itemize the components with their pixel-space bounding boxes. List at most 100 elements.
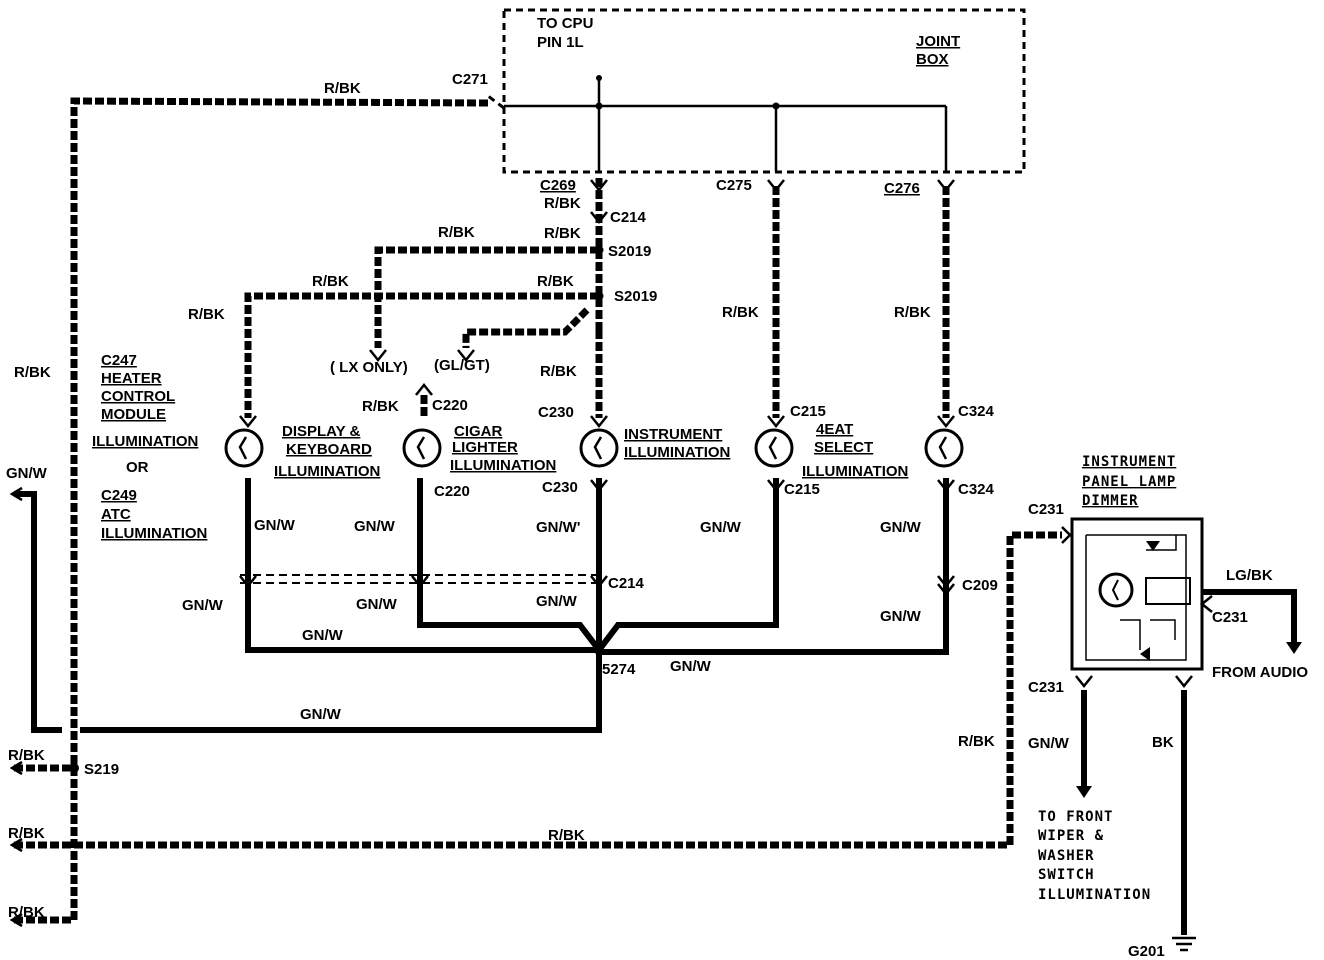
cpu-label-line1: TO CPU [537,15,593,32]
s2019-a-dot [594,245,604,255]
label-atc-1: C249 [101,487,137,504]
label-atc-3: ILLUMINATION [101,525,207,542]
label-gnw-cigar-low: GN/W [356,596,398,613]
label-rbk-s2019b: R/BK [537,273,574,290]
arrow-down-icon [1286,642,1302,654]
label-instrument-2: ILLUMINATION [624,444,730,461]
dimmer-rheostat [1145,577,1191,605]
label-heater-5: ILLUMINATION [92,433,198,450]
label-heater-2: HEATER [101,370,162,387]
label-gnw-c209: GN/W [880,608,922,625]
label-display-3: ILLUMINATION [274,463,380,480]
lamp-instrument [579,428,619,468]
joint-box-outline [502,8,1026,174]
bulb-icon [754,428,794,468]
bulb-icon [579,428,619,468]
label-or: OR [126,459,149,476]
label-c214-bottom: C214 [608,575,645,592]
label-rbk-top: R/BK [324,80,361,97]
label-c276: C276 [884,180,920,197]
wire-gnw-cigar [417,478,602,652]
gnw-wires [14,478,949,733]
label-rbk-left: R/BK [14,364,51,381]
label-rbk-dimmer: R/BK [548,827,585,844]
diode-icon [1140,647,1150,661]
label-rbk-lx: R/BK [438,224,475,241]
dimmer-bulb-icon [1098,572,1134,608]
label-c215-top: C215 [790,403,826,420]
label-c214-top: C214 [610,209,647,226]
joint-box: TO CPU PIN 1L JOINT BOX [487,8,1026,174]
label-c230-bottom: C230 [542,479,578,496]
label-c271: C271 [452,71,488,88]
label-gnw-wiper: GN/W [1028,735,1070,752]
label-c220-bottom: C220 [434,483,470,500]
label-c231-left: C231 [1028,501,1064,518]
label-dimmer-1: INSTRUMENT [1082,454,1176,470]
wire-rbk-glgt [462,307,590,348]
label-gnw-heater: GN/W [254,517,296,534]
wire-gnw-c324 [599,478,949,655]
label-instrument-1: INSTRUMENT [624,426,722,443]
wire-gnw-left [14,491,62,733]
label-cigar-3: ILLUMINATION [450,457,556,474]
label-rbk-mid: R/BK [8,825,45,842]
label-gnw-heater-low: GN/W [182,597,224,614]
label-rbk-cigar: R/BK [362,398,399,415]
label-c324-bottom: C324 [958,481,995,498]
label-c215-bottom: C215 [784,481,820,498]
label-s274: 5274 [602,661,636,678]
label-heater-3: CONTROL [101,388,175,405]
label-eat-2: SELECT [814,439,873,456]
lamp-c324 [924,428,964,468]
label-dimmer-2: PANEL LAMP [1082,474,1176,490]
label-gl-gt: (GL/GT) [434,357,490,374]
s2019-b-dot [594,291,604,301]
lamp-eat [754,428,794,468]
rbk-wires [14,97,1062,924]
dimmer-box [1070,517,1302,952]
label-from-audio: FROM AUDIO [1212,664,1308,681]
s274-dot [594,645,604,655]
label-gnw-c324: GN/W [880,519,922,536]
label-cigar-1: CIGAR [454,423,503,440]
label-c209: C209 [962,577,998,594]
splice-dots [69,245,604,773]
arrow-down-icon [1076,786,1092,798]
lamps [224,428,964,468]
label-heater-1: C247 [101,352,137,369]
label-c230-top: C230 [538,404,574,421]
label-rbk-s2019a: R/BK [544,225,581,242]
diode-icon [1146,541,1160,551]
label-lgbk: LG/BK [1226,567,1273,584]
label-gnw-inst-low: GN/W [536,593,578,610]
wire-gnw-eat [596,478,779,652]
wire-rbk-lx [374,246,599,348]
label-rbk-s219: R/BK [8,747,45,764]
label-lx-only: ( LX ONLY) [330,359,408,376]
label-display-1: DISPLAY & [282,423,361,440]
label-rbk-heater: R/BK [188,306,225,323]
label-wiper-5: ILLUMINATION [1038,887,1151,903]
wire-rbk-dimmer [14,531,1062,849]
dimmer-outline [1070,517,1204,671]
label-gnw-instrument: GN/W' [536,519,580,536]
joint-box-title-line2: BOX [916,51,949,68]
c214-connector-band [240,574,600,584]
label-wiper-1: TO FRONT [1038,809,1113,825]
label-display-2: KEYBOARD [286,441,372,458]
label-gnw-bus-right: GN/W [670,658,712,675]
label-gnw-display: GN/W [354,518,396,535]
label-c220-top: C220 [432,397,468,414]
ground-icon [1172,936,1196,952]
joint-box-title-line1: JOINT [916,33,960,50]
wire-rbk-heater [244,292,599,418]
wire-gnw-heater [245,478,599,653]
label-dimmer-3: DIMMER [1082,493,1139,509]
label-eat-1: 4EAT [816,421,853,438]
label-rbk-c276: R/BK [894,304,931,321]
label-wiper-2: WIPER & [1038,828,1104,844]
label-gnw-eat: GN/W [700,519,742,536]
connector-marks [9,179,1213,928]
label-s2019-a: S2019 [608,243,651,260]
